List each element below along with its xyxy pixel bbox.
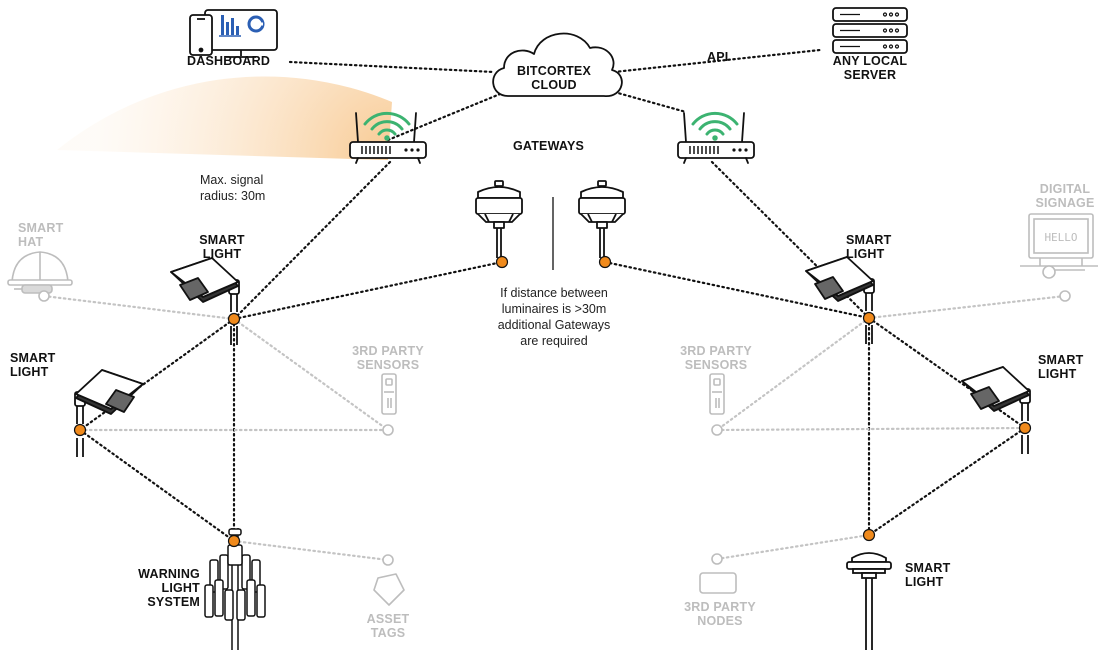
node-left-top-light (227, 312, 241, 326)
gateway-luminaire-icon-left (475, 180, 523, 258)
node-right-mid-light (1018, 421, 1032, 435)
node-icon (699, 572, 737, 594)
third-party-nodes-label: 3RD PARTY NODES (684, 600, 756, 628)
signage-screen-text: HELLO (1044, 231, 1077, 244)
smart-light-label-right-mid: SMART LIGHT (1038, 353, 1084, 381)
gateway-distance-note: If distance between luminaires is >30m a… (497, 286, 611, 348)
phone-icon (189, 14, 213, 56)
asset-tags-label: ASSET TAGS (366, 612, 410, 640)
hard-hat-icon (7, 251, 73, 294)
grey-nodes (38, 290, 1071, 566)
node-right-top-light (862, 311, 876, 325)
third-party-sensors-label-right: 3RD PARTY SENSORS (680, 344, 752, 372)
line-cloud-server (612, 48, 822, 74)
smart-light-label-right-bottom: SMART LIGHT (905, 561, 951, 589)
orange-nodes (73, 255, 1032, 548)
node-left-mid-light (73, 423, 87, 437)
line-gateway-right-light (603, 260, 871, 320)
line-router-left-light (232, 160, 392, 321)
line-light-light-left (78, 317, 236, 432)
monitor-icon (204, 9, 278, 58)
third-party-sensors-label-left: 3RD PARTY SENSORS (352, 344, 424, 372)
gateway-luminaire-icon-right (578, 180, 626, 259)
dashboard-icon (189, 9, 278, 58)
connections-grey (42, 294, 1067, 562)
node-gateway-right (598, 255, 612, 269)
signal-radius-note: Max. signal radius: 30m (200, 173, 266, 203)
line-light-bollard-2 (867, 426, 1027, 537)
dashboard-label: DASHBOARD (187, 54, 271, 68)
street-light-icon-right-top (805, 256, 875, 345)
line-dashboard-cloud (288, 60, 496, 74)
sensor-icon-right (709, 373, 725, 415)
local-server-label: ANY LOCAL SERVER (832, 54, 908, 82)
signage-icon (1020, 213, 1098, 279)
api-label: API (707, 50, 729, 64)
cloud-label: BITCORTEX CLOUD (516, 64, 592, 92)
bollard-light-icon (846, 552, 892, 650)
node-gateway-left (495, 255, 509, 269)
wifi-icon (363, 111, 411, 141)
street-light-icon-left-top (170, 257, 240, 345)
street-light-icon-right-mid (961, 366, 1031, 455)
line-router-left-cloud (386, 90, 507, 142)
street-light-icon-left-mid (74, 369, 144, 458)
sensor-icon-left (381, 373, 397, 415)
warning-light-icon (204, 528, 266, 650)
node-bollard-light (862, 528, 876, 542)
router-icon-left (349, 111, 427, 164)
router-icon-right (676, 111, 756, 165)
node-warning-light (227, 534, 241, 548)
cloud-icon (492, 32, 623, 97)
signal-radius-glow (57, 76, 392, 160)
smart-light-label-left-top: SMART LIGHT (199, 233, 245, 261)
gateways-label: GATEWAYS (513, 139, 585, 153)
smart-hat-label: SMART HAT (18, 221, 64, 249)
line-light-warning-2 (78, 428, 236, 543)
warning-light-system-label: WARNING LIGHT SYSTEM (138, 567, 200, 609)
smart-light-label-right-top: SMART LIGHT (846, 233, 892, 261)
smart-light-label-left-mid: SMART LIGHT (10, 351, 56, 379)
digital-signage-label: DIGITAL SIGNAGE (1035, 182, 1095, 210)
asset-tag-icon (373, 573, 405, 606)
server-icon (832, 7, 908, 54)
line-light-gateway-left (232, 260, 504, 321)
